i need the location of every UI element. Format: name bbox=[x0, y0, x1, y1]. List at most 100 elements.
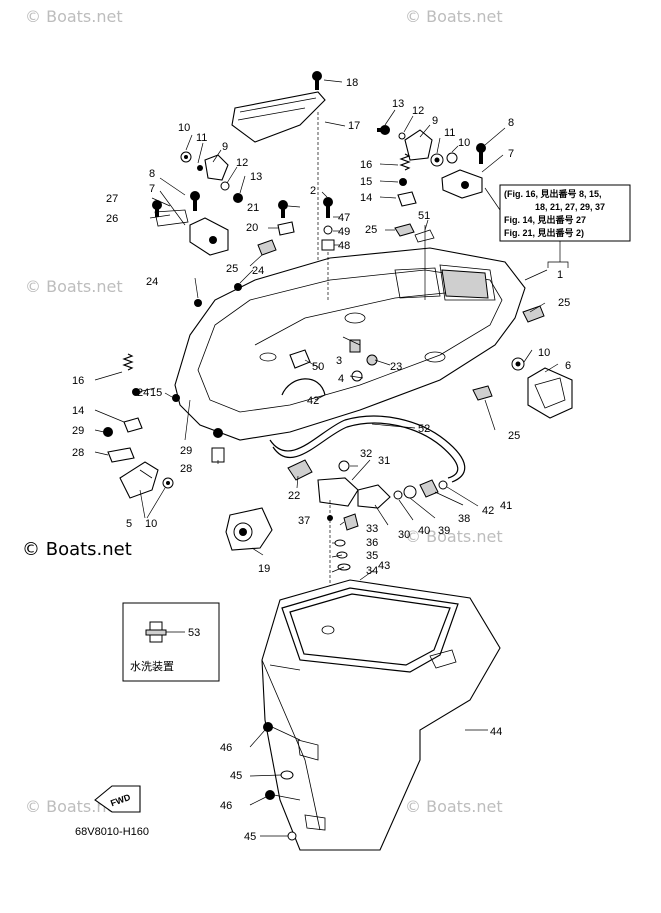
callout-19: 19 bbox=[258, 563, 270, 575]
note-line-2: 18, 21, 27, 29, 37 bbox=[535, 202, 605, 212]
left-bracket-7 bbox=[152, 191, 229, 256]
diagram-code: 68V8010-H160 bbox=[75, 826, 149, 838]
callout-10-right: 10 bbox=[458, 137, 470, 149]
callout-32: 32 bbox=[360, 448, 372, 460]
callout-27: 27 bbox=[106, 193, 118, 205]
right-bracket-9 bbox=[377, 125, 486, 199]
part-16-spring bbox=[379, 153, 417, 207]
note-box: (Fig. 16, 見出番号 8, 15, 18, 21, 27, 29, 37… bbox=[484, 184, 631, 268]
callout-14-left: 14 bbox=[72, 405, 84, 417]
callout-1: 1 bbox=[557, 269, 563, 281]
callout-31: 31 bbox=[378, 455, 390, 467]
watermark: © Boats.net bbox=[25, 277, 123, 296]
parts-45-46 bbox=[263, 722, 326, 841]
callout-48: 48 bbox=[338, 240, 350, 252]
callout-12-right: 12 bbox=[412, 105, 424, 117]
fwd-arrow: FWD bbox=[94, 785, 141, 813]
callout-28-right: 28 bbox=[180, 463, 192, 475]
callout-24-b: 24 bbox=[252, 265, 264, 277]
callout-13-right: 13 bbox=[392, 98, 404, 110]
callout-15-left: 15 bbox=[150, 387, 162, 399]
callout-46-b: 46 bbox=[220, 800, 232, 812]
callout-11-left: 11 bbox=[196, 132, 207, 144]
callout-10-bottom: 10 bbox=[145, 518, 157, 530]
callout-36: 36 bbox=[366, 537, 378, 549]
part-20-21 bbox=[277, 200, 295, 236]
callout-50: 50 bbox=[312, 361, 324, 373]
callout-6: 6 bbox=[565, 360, 571, 372]
callout-34: 34 bbox=[366, 565, 378, 577]
callout-25-d: 25 bbox=[508, 430, 520, 442]
watermark: © Boats.net bbox=[405, 527, 503, 546]
callout-28-left: 28 bbox=[72, 447, 84, 459]
callout-10-lower: 10 bbox=[538, 347, 550, 359]
callout-13-left: 13 bbox=[250, 171, 262, 183]
callout-9-right: 9 bbox=[432, 115, 438, 127]
callout-42-left: 42 bbox=[307, 395, 319, 407]
part-51-clip bbox=[414, 225, 435, 300]
callout-24-a: 24 bbox=[146, 276, 158, 288]
callout-8-left: 8 bbox=[149, 168, 155, 180]
callout-25-b: 25 bbox=[226, 263, 238, 275]
callout-22: 22 bbox=[288, 490, 300, 502]
callout-5: 5 bbox=[126, 518, 132, 530]
callout-21: 21 bbox=[247, 202, 259, 214]
inset-caption: 水洗装置 bbox=[130, 660, 174, 673]
callout-9-left: 9 bbox=[222, 141, 228, 153]
part-17-plate bbox=[231, 91, 346, 330]
callout-20: 20 bbox=[246, 222, 258, 234]
part-52-hose bbox=[269, 378, 466, 483]
callout-49: 49 bbox=[338, 226, 350, 238]
callout-42-right: 42 bbox=[482, 505, 494, 517]
callout-40: 40 bbox=[418, 525, 430, 537]
part-18-bolt bbox=[312, 71, 343, 90]
callout-29-left: 29 bbox=[72, 425, 84, 437]
watermark: © Boats.net bbox=[405, 7, 503, 26]
callout-44: 44 bbox=[490, 726, 502, 738]
callout-52: 52 bbox=[418, 423, 430, 435]
note-line-3: Fig. 14, 見出番号 27 bbox=[504, 214, 586, 225]
callout-38: 38 bbox=[458, 513, 470, 525]
callout-41: 41 bbox=[500, 500, 512, 512]
callout-29-right: 29 bbox=[180, 445, 192, 457]
callout-2: 2 bbox=[310, 185, 316, 197]
callout-45-b: 45 bbox=[244, 831, 256, 843]
callout-4: 4 bbox=[338, 373, 344, 385]
water-fitting-assembly bbox=[317, 460, 448, 531]
callout-45-a: 45 bbox=[230, 770, 242, 782]
watermark-dark: © Boats.net bbox=[22, 539, 132, 560]
note-line-1: (Fig. 16, 見出番号 8, 15, bbox=[504, 188, 602, 199]
callout-18: 18 bbox=[346, 77, 358, 89]
inset-box: 53 水洗装置 bbox=[122, 602, 220, 682]
callout-39: 39 bbox=[438, 525, 450, 537]
callout-12-left: 12 bbox=[236, 157, 248, 169]
callout-14-right: 14 bbox=[360, 192, 372, 204]
part-2-stack bbox=[321, 197, 335, 300]
callout-15-right: 15 bbox=[360, 176, 372, 188]
callout-35: 35 bbox=[366, 550, 378, 562]
watermark: © Boats.net bbox=[25, 7, 123, 26]
part-44-lower-cover bbox=[261, 579, 501, 851]
left-bracket-9 bbox=[180, 151, 243, 203]
callout-33: 33 bbox=[366, 523, 378, 535]
callout-25-a: 25 bbox=[365, 224, 377, 236]
part-3-4-23-50 bbox=[289, 339, 378, 382]
callout-25-c: 25 bbox=[558, 297, 570, 309]
inset-part-number: 53 bbox=[188, 627, 200, 639]
callout-43: 43 bbox=[378, 560, 390, 572]
callout-numbers: 1 2 3 4 5 6 7 7 8 8 9 9 10 10 10 10 11 1… bbox=[72, 77, 571, 843]
callout-11-right: 11 bbox=[444, 127, 455, 139]
callout-37: 37 bbox=[298, 515, 310, 527]
part-19-connector bbox=[225, 507, 273, 551]
left-side-parts bbox=[103, 283, 242, 463]
callout-8-right: 8 bbox=[508, 117, 514, 129]
callout-16-right: 16 bbox=[360, 159, 372, 171]
note-line-4: Fig. 21, 見出番号 2) bbox=[504, 227, 584, 238]
callout-16-left: 16 bbox=[72, 375, 84, 387]
callout-47: 47 bbox=[338, 212, 350, 224]
callout-17: 17 bbox=[348, 120, 360, 132]
part-5-bracket bbox=[119, 461, 174, 499]
leader-lines bbox=[94, 109, 559, 837]
callout-23: 23 bbox=[390, 361, 402, 373]
